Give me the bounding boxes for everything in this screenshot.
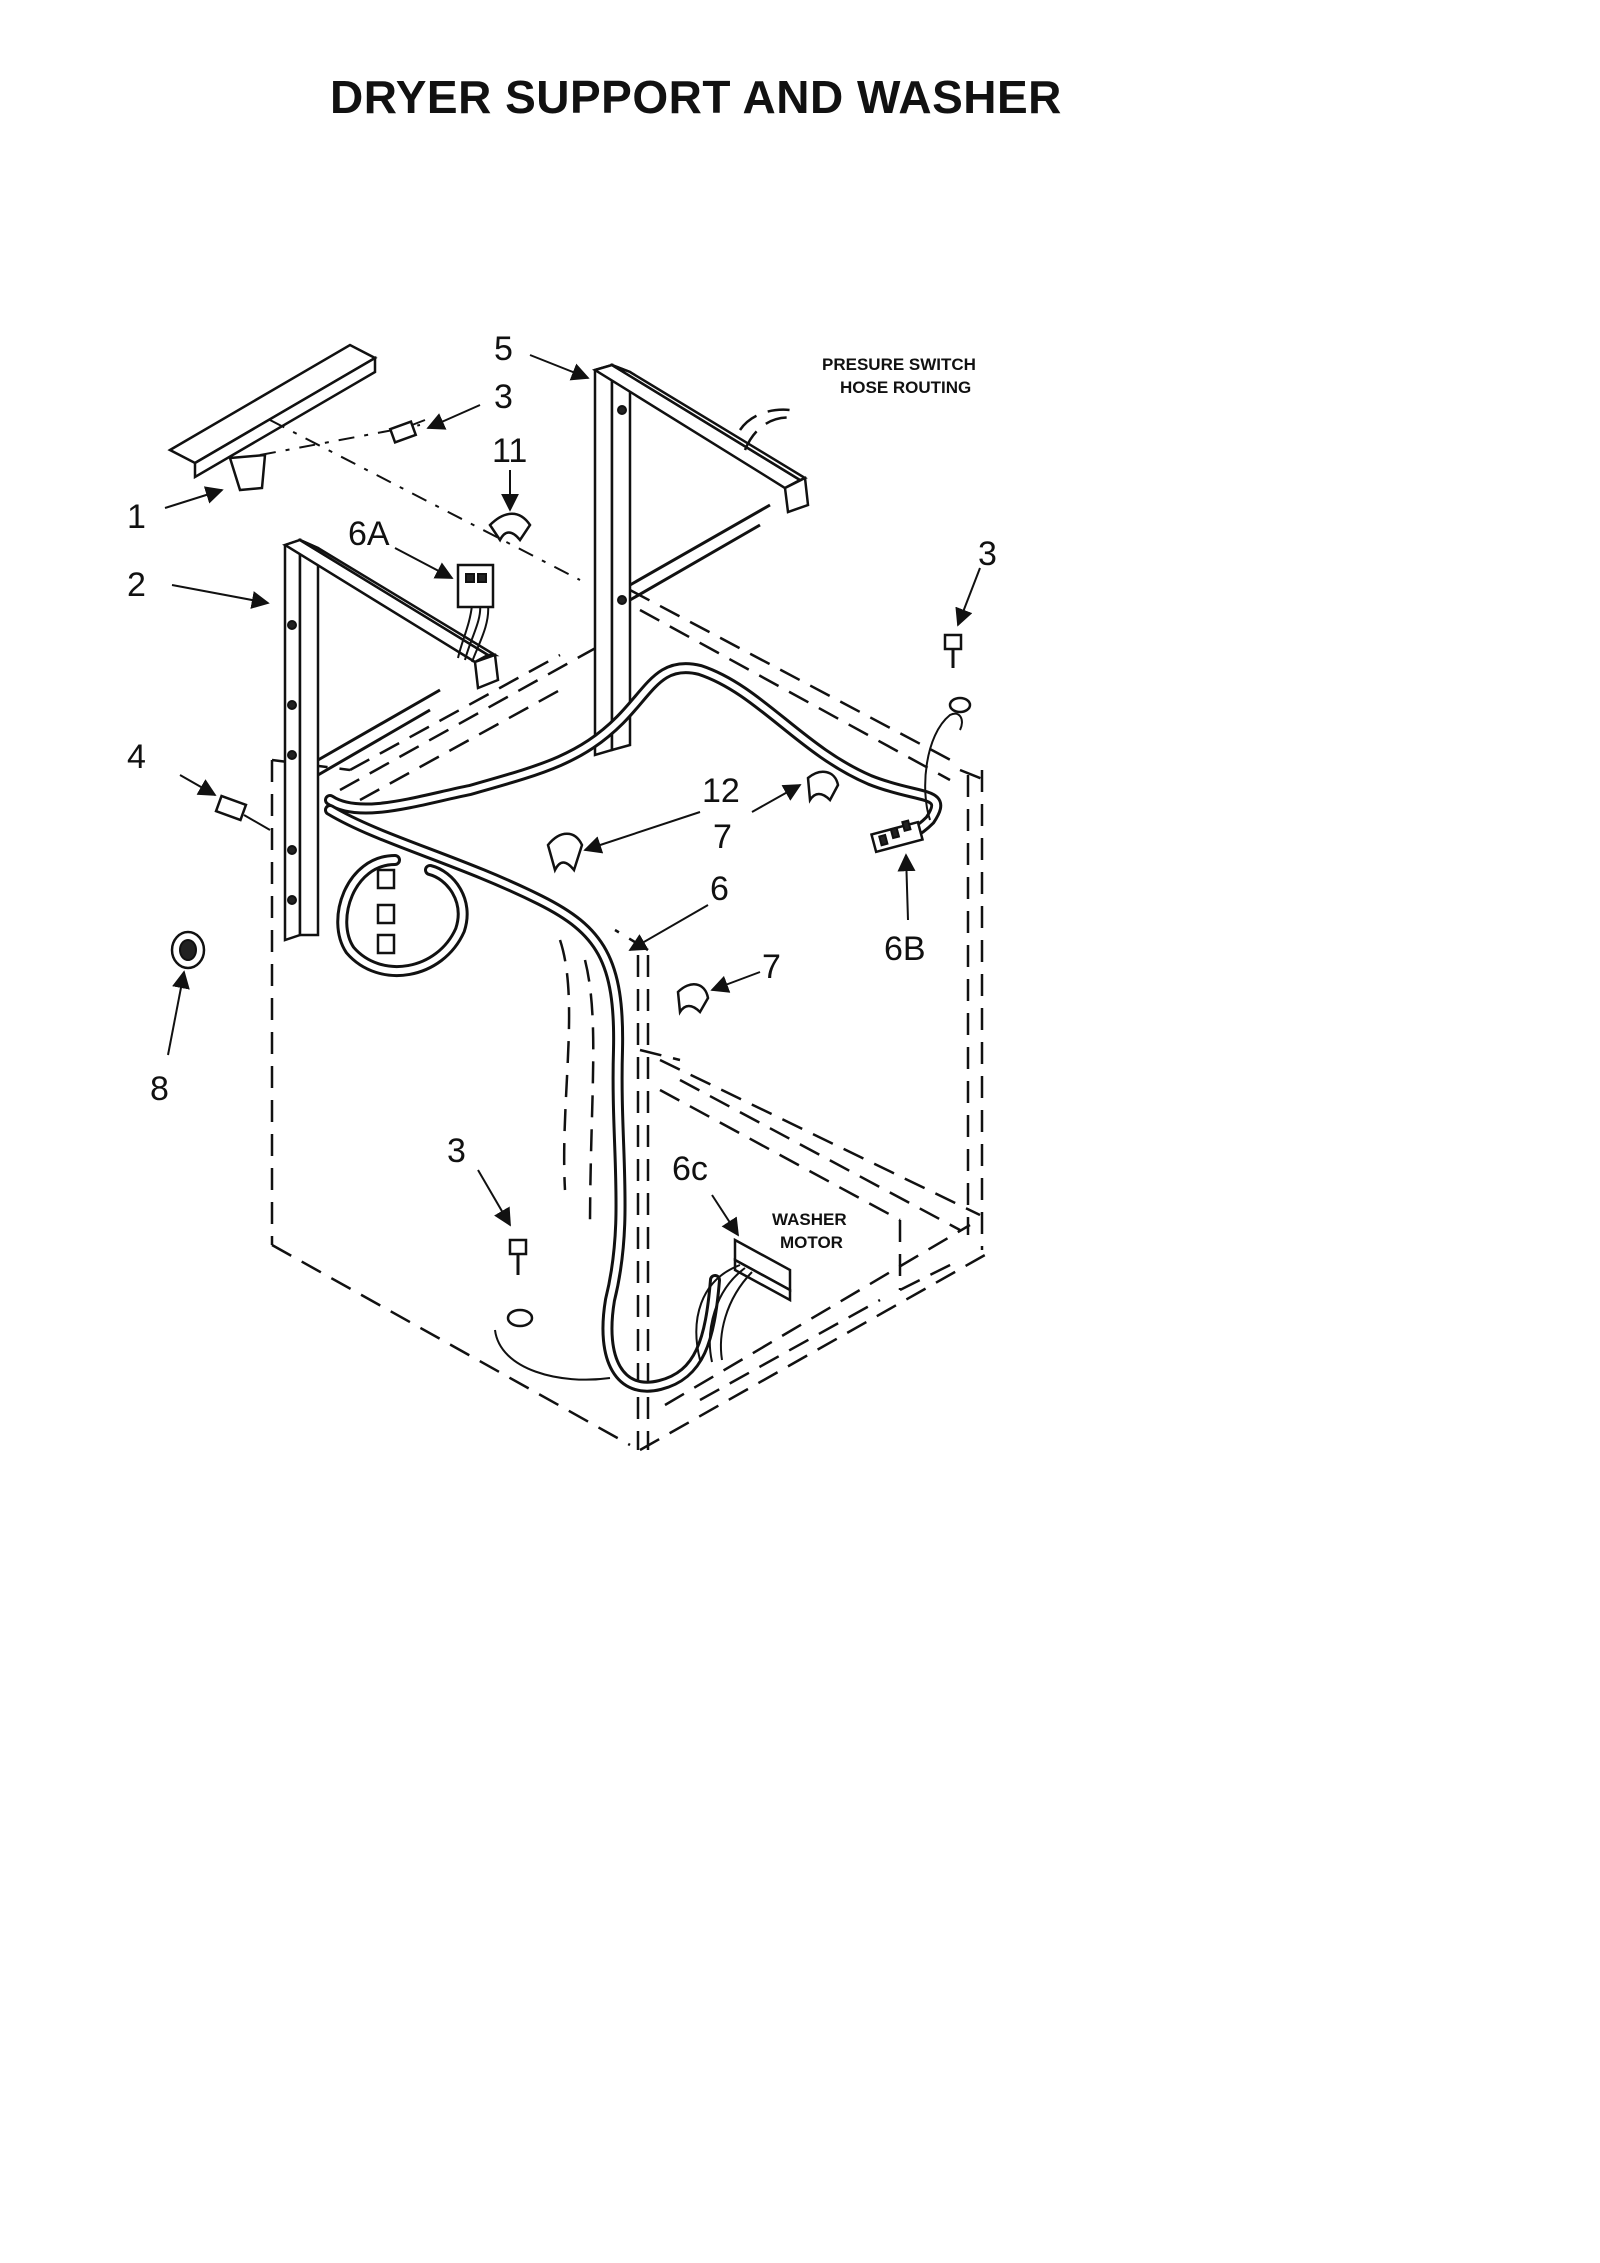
screw-3-bottom [506,1238,534,1328]
page-title: DRYER SUPPORT AND WASHER [330,71,1062,123]
screw-3-right [943,633,972,714]
note-pressure-switch-line1: PRESURE SWITCH [822,355,976,374]
harness-clip-11 [488,512,532,543]
connector-6b [869,819,925,854]
callout-3-top: 3 [494,378,513,416]
callout-12: 12 [702,772,740,810]
callout-7-lower: 7 [762,948,781,986]
washer-cabinet-outline [270,588,986,1452]
connector-6c [695,1237,792,1363]
callout-1: 1 [127,498,146,536]
callout-7-upper: 7 [713,818,732,856]
pressure-switch-hose-route [738,408,796,451]
callout-8: 8 [150,1070,169,1108]
callout-6b: 6B [884,930,926,968]
grommet-8 [170,930,206,970]
note-pressure-switch-line2: HOSE ROUTING [840,378,971,397]
wire-harness [324,604,963,1393]
harness-clip-12 [546,832,584,874]
callout-6: 6 [710,870,729,908]
left-loop-connectors [376,868,396,955]
note-washer-motor-line1: WASHER [772,1210,847,1229]
note-washer-motor-line2: MOTOR [780,1233,843,1252]
right-dryer-support-bracket [591,363,810,757]
callout-4: 4 [127,738,146,776]
harness-clip-7-lower [676,983,710,1016]
leader-arrows [164,354,981,1237]
harness-clip-7-upper [806,770,840,804]
callout-3-right: 3 [978,535,997,573]
callout-6c: 6c [672,1150,708,1188]
callout-3-bottom: 3 [447,1132,466,1170]
top-mounting-strip [167,343,581,581]
connector-6a [456,563,495,609]
callout-2: 2 [127,566,146,604]
left-dryer-support-bracket [282,538,500,942]
callout-11: 11 [492,432,527,470]
callout-6a: 6A [348,515,390,553]
screw-4 [214,794,271,831]
callout-labels: 1 2 3 3 3 4 5 6 6A 6B 6c 7 7 8 11 12 PRE… [127,330,997,1252]
callout-5: 5 [494,330,513,368]
screw-3-top [388,419,426,444]
